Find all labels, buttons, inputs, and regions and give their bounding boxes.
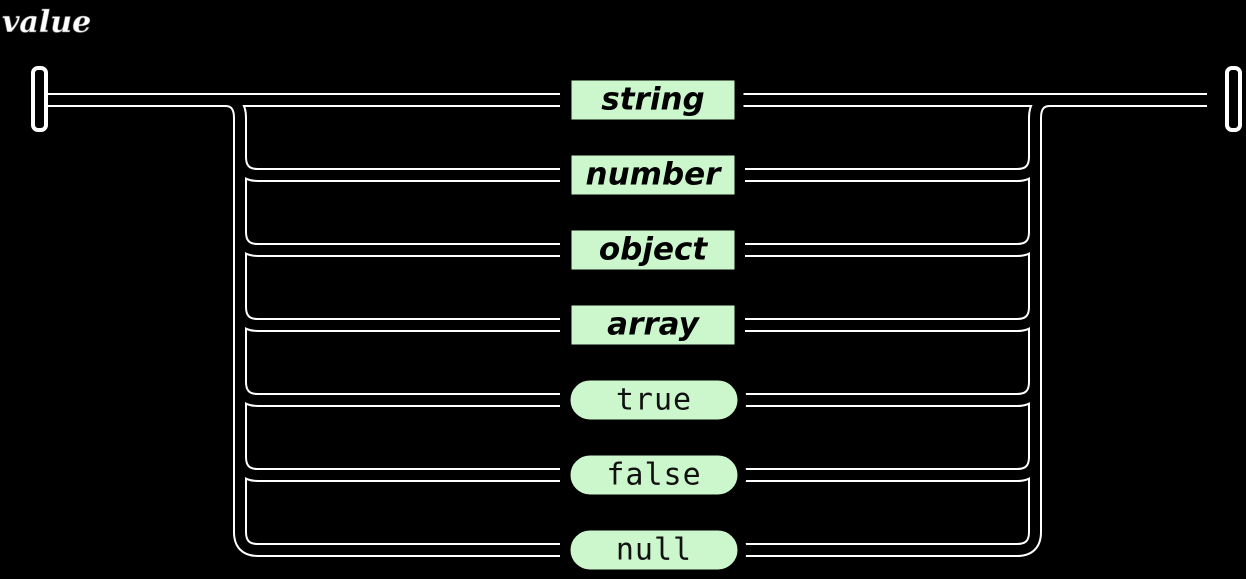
- end-terminator-bar: [1225, 66, 1242, 132]
- alternative-string[interactable]: string: [562, 71, 744, 129]
- terminal-box-null[interactable]: [561, 521, 747, 579]
- nonterminal-box-string[interactable]: [562, 71, 744, 129]
- track-layer: [39, 93, 1207, 557]
- terminal-label-false: false: [606, 458, 701, 493]
- nonterminal-box-object[interactable]: [562, 221, 744, 279]
- nonterminal-label-object: object: [599, 232, 709, 268]
- nonterminal-box-array[interactable]: [562, 296, 744, 354]
- nonterminal-label-array: array: [607, 307, 700, 343]
- terminal-label-true: true: [616, 383, 692, 418]
- terminal-box-false[interactable]: [561, 446, 747, 504]
- diagram-title: value: [2, 5, 91, 40]
- start-terminator-bar: [31, 66, 48, 132]
- nonterminal-label-string: string: [601, 82, 704, 118]
- nonterminal-label-number: number: [586, 157, 723, 193]
- alternative-number[interactable]: number: [562, 146, 744, 204]
- alternative-false[interactable]: false: [561, 446, 747, 504]
- nonterminal-box-number[interactable]: [562, 146, 744, 204]
- alternative-null[interactable]: null: [561, 521, 747, 579]
- terminal-label-null: null: [616, 533, 692, 568]
- terminal-box-true[interactable]: [561, 371, 747, 429]
- alternative-object[interactable]: object: [562, 221, 744, 279]
- alternative-true[interactable]: true: [561, 371, 747, 429]
- track-rails-inner: [39, 95, 1207, 555]
- alternative-array[interactable]: array: [562, 296, 744, 354]
